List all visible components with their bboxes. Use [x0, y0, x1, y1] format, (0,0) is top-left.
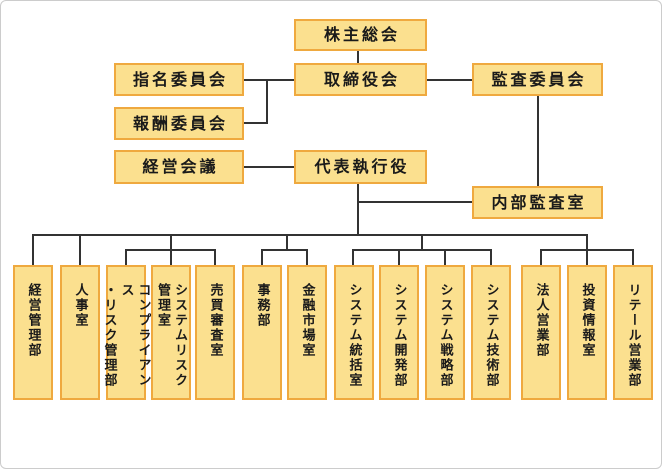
dept-investment-information-office: 投資情報室 [567, 265, 607, 400]
node-audit-committee: 監査委員会 [472, 63, 603, 96]
node-nomination-committee: 指名委員会 [114, 63, 244, 96]
connector [306, 249, 308, 265]
dept-system-strategy: システム戦略部 [425, 265, 465, 400]
node-label: 監査委員会 [491, 69, 587, 89]
node-internal-audit-office: 内部監査室 [472, 186, 603, 219]
connector [490, 249, 492, 265]
connector [244, 79, 295, 81]
connector [32, 234, 588, 236]
connector [261, 249, 263, 265]
connector [244, 166, 295, 168]
connector [540, 249, 634, 251]
connector [244, 122, 268, 124]
connector [357, 51, 359, 64]
dept-label: システムリスク 管理室 [155, 283, 187, 388]
dept-label: システム開発部 [391, 283, 407, 388]
dept-management-administration: 経営管理部 [13, 265, 53, 400]
dept-label: システム統括室 [346, 283, 362, 388]
connector [286, 234, 288, 250]
node-label: 経営会議 [142, 157, 219, 176]
node-compensation-committee: 報酬委員会 [114, 107, 244, 140]
connector [427, 79, 473, 81]
dept-label: 事務部 [254, 283, 270, 328]
connector [266, 79, 268, 124]
connector [214, 249, 216, 265]
connector [261, 249, 308, 251]
node-management-council: 経営会議 [114, 150, 244, 184]
dept-label: 金融市場室 [299, 283, 315, 358]
dept-retail-sales: リテール営業部 [613, 265, 653, 400]
node-label: 内部監査室 [491, 192, 587, 212]
dept-system-technology: システム技術部 [471, 265, 511, 400]
node-label: 報酬委員会 [132, 113, 228, 133]
dept-label: リテール営業部 [625, 283, 641, 388]
node-label: 代表執行役 [314, 157, 410, 176]
dept-label: システム戦略部 [437, 283, 453, 388]
connector [357, 184, 359, 236]
connector [398, 249, 400, 265]
dept-label: 経営管理部 [25, 283, 41, 358]
dept-personnel-office: 人事室 [60, 265, 100, 400]
node-label: 株主総会 [323, 25, 400, 44]
dept-system-development: システム開発部 [379, 265, 419, 400]
dept-financial-markets-office: 金融市場室 [287, 265, 327, 400]
node-board-of-directors: 取締役会 [294, 63, 427, 96]
node-label: 取締役会 [323, 69, 400, 89]
dept-system-coordination-office: システム統括室 [334, 265, 374, 400]
connector [352, 249, 492, 251]
node-shareholders-meeting: 株主総会 [294, 19, 427, 51]
dept-label: システム技術部 [483, 283, 499, 388]
dept-system-risk-management-office: システムリスク 管理室 [151, 265, 191, 400]
connector [125, 249, 127, 265]
node-representative-executive-officer: 代表執行役 [294, 150, 427, 184]
dept-compliance-risk-management: コンプライアンス ・リスク管理部 [102, 265, 151, 400]
dept-trading-review-office: 売買審査室 [195, 265, 235, 400]
dept-corporate-sales: 法人営業部 [521, 265, 561, 400]
node-label: 指名委員会 [132, 69, 228, 89]
dept-label: 法人営業部 [533, 283, 549, 358]
connector [540, 249, 542, 265]
dept-label: コンプライアンス ・リスク管理部 [101, 283, 151, 388]
connector [79, 234, 81, 265]
dept-label: 投資情報室 [579, 283, 595, 358]
connector [537, 96, 539, 186]
connector [421, 234, 423, 250]
connector [352, 249, 354, 265]
dept-label: 売買審査室 [207, 283, 223, 358]
connector [125, 249, 216, 251]
dept-label: 人事室 [72, 283, 88, 328]
connector [358, 201, 472, 203]
connector [32, 234, 34, 265]
connector [632, 249, 634, 265]
dept-administration: 事務部 [242, 265, 282, 400]
connector [444, 249, 446, 265]
